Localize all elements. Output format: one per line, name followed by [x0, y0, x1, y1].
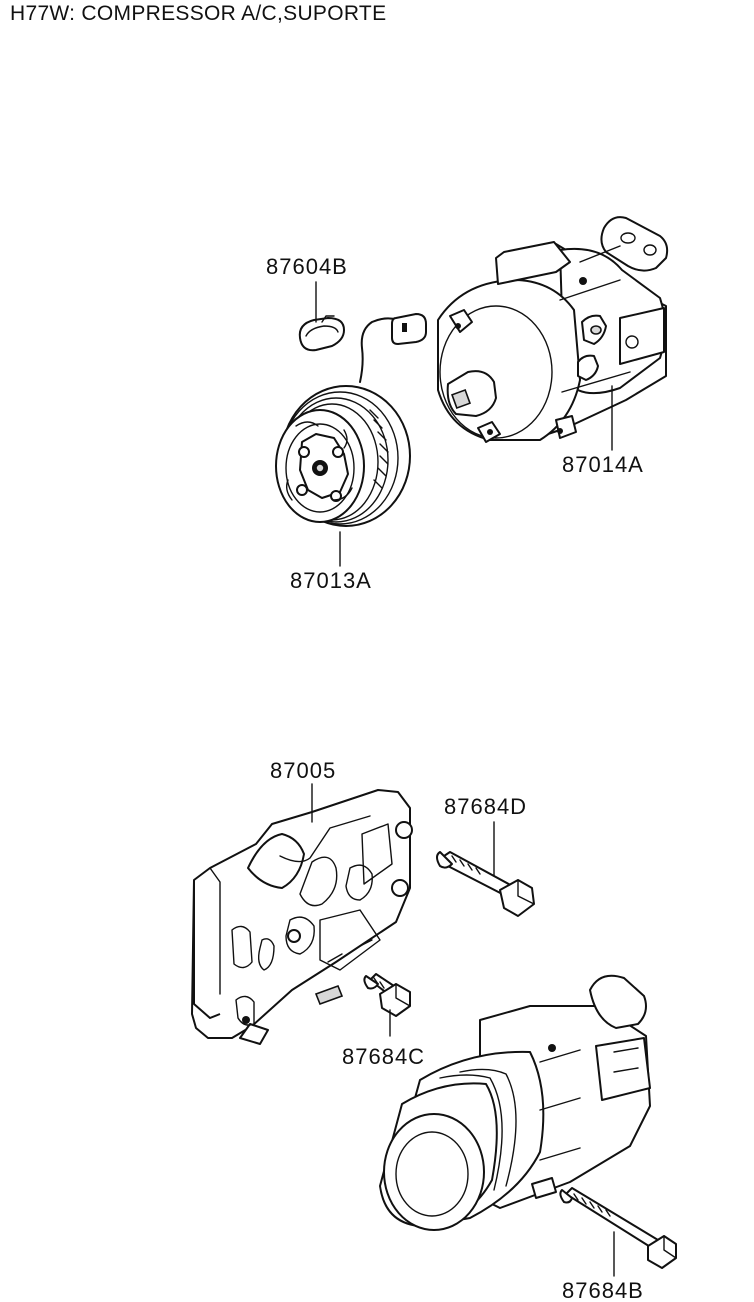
clip-part[interactable] [298, 315, 345, 352]
part-label-87013A[interactable]: 87013A [290, 568, 372, 593]
clutch-pulley-part[interactable] [275, 385, 411, 527]
part-label-87684B[interactable]: 87684B [562, 1278, 644, 1302]
clutch-wire [359, 317, 399, 383]
compressor-assembled-part [379, 974, 651, 1231]
part-label-87604B[interactable]: 87604B [266, 254, 348, 279]
part-label-87684C[interactable]: 87684C [342, 1044, 425, 1069]
compressor-part[interactable] [437, 216, 669, 443]
bolt-c-part[interactable] [363, 973, 411, 1017]
bolt-d-part[interactable] [436, 851, 535, 917]
part-label-87014A[interactable]: 87014A [562, 452, 644, 477]
diagram-title: H77W: COMPRESSOR A/C,SUPORTE [10, 2, 387, 25]
bracket-part[interactable] [191, 789, 413, 1045]
bolt-b-part[interactable] [559, 1187, 677, 1269]
part-label-87005[interactable]: 87005 [270, 758, 336, 783]
part-label-87684D[interactable]: 87684D [444, 794, 527, 819]
connector-part [391, 313, 427, 345]
